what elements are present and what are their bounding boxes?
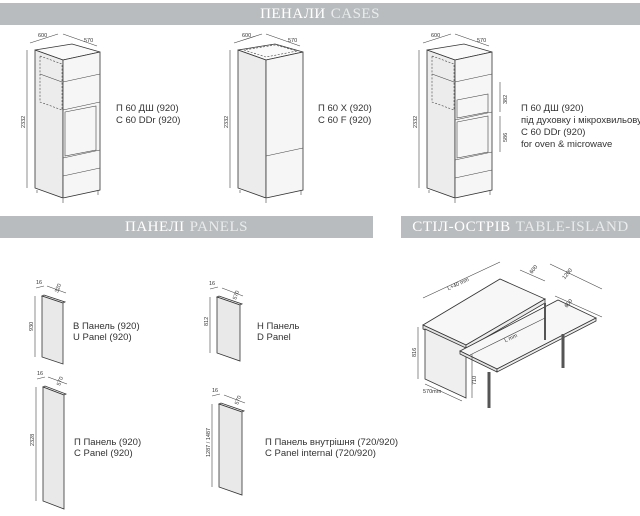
case-1-caption-en: C 60 DDr (920) [116,115,180,126]
table-island-drawing: L+40 mm L mm 600 1200 600 816 570mm 710 [412,261,603,408]
panel-c-caption-en: C Panel (920) [74,448,133,459]
island-top-length-dim: L+40 mm [447,277,471,292]
cases-header-en: CASES [330,5,380,22]
case-3-caption-line-4: for oven & microwave [521,139,612,150]
panel-c-internal-caption-ua: П Панель внутрішня (720/920) [265,437,398,448]
panels-header: ПАНЕЛІ PANELS [0,216,373,238]
case-3-upper-niche-dim: 382 [503,95,509,104]
case-3-drawing: 600 570 2332 382 586 [413,33,509,203]
case-2-drawing: 600 570 2332 [224,33,304,203]
panel-u-drawing: 16 320 930 [29,280,67,365]
panels-header-ua: ПАНЕЛІ [125,218,185,235]
case-3-caption-line-1: П 60 ДШ (920) [521,103,584,114]
cases-header-ua: ПЕНАЛИ [260,5,326,22]
table-island-header-ua: СТІЛ-ОСТРІВ [412,218,511,235]
case-2-caption-ua: П 60 Х (920) [318,103,372,114]
case-3-caption-line-3: C 60 DDr (920) [521,127,585,138]
case-1-drawing: 600 570 2332 [21,33,101,203]
case-1-height-dim: 2332 [21,116,27,128]
panel-c-depth-dim: 570 [56,376,65,387]
panel-c-internal-thickness-dim: 16 [212,388,218,394]
panel-d-depth-dim: 570 [232,290,241,301]
panel-d-height-dim: 812 [204,317,210,326]
island-width-right-dim: 1200 [562,268,574,281]
case-3-depth-dim: 570 [477,38,486,44]
case-2-depth-dim: 570 [288,38,297,44]
case-1-caption-ua: П 60 ДШ (920) [116,103,179,114]
cases-header: ПЕНАЛИ CASES [0,3,640,25]
table-island-header: СТІЛ-ОСТРІВ TABLE-ISLAND [401,216,640,238]
panel-c-internal-height-dim: 1287 / 1487 [206,428,212,457]
case-2-width-dim: 600 [242,33,251,39]
panel-d-caption-en: D Panel [257,332,291,343]
island-height-dim: 816 [412,348,418,357]
case-3-lower-niche-dim: 586 [503,133,509,142]
panel-c-internal-caption-en: C Panel internal (720/920) [265,448,376,459]
panel-u-thickness-dim: 16 [36,280,42,286]
panel-c-thickness-dim: 16 [37,371,43,377]
panel-c-height-dim: 2328 [30,434,36,446]
island-lower-length-dim: L mm [504,333,519,344]
panel-c-internal-drawing: 16 570 1287 / 1487 [206,388,246,496]
case-3-caption-line-2: під духовку і мікрохвильову [521,115,640,126]
case-2-height-dim: 2332 [224,116,230,128]
panel-d-thickness-dim: 16 [209,281,215,287]
case-3-height-dim: 2332 [413,116,419,128]
case-2-caption-en: C 60 F (920) [318,115,371,126]
island-extension-height-dim: 710 [472,376,478,385]
panel-d-drawing: 16 570 812 [204,281,244,362]
table-island-header-en: TABLE-ISLAND [515,218,629,235]
island-depth-extension-dim: 600 [564,298,575,309]
panel-c-caption-ua: П Панель (920) [74,437,141,448]
case-1-depth-dim: 570 [84,38,93,44]
panel-c-drawing: 16 570 2328 [30,371,68,510]
island-base-depth-dim: 570mm [423,389,442,395]
panel-u-depth-dim: 320 [54,283,63,294]
case-3-width-dim: 600 [431,33,440,39]
panel-u-height-dim: 930 [29,322,35,331]
panel-u-caption-ua: В Панель (920) [73,321,140,332]
panel-d-caption-ua: Н Панель [257,321,299,332]
panels-header-en: PANELS [189,218,248,235]
panel-u-caption-en: U Panel (920) [73,332,132,343]
island-depth-top-dim: 600 [529,264,540,275]
panel-c-internal-depth-dim: 570 [234,395,243,406]
case-1-width-dim: 600 [38,33,47,39]
